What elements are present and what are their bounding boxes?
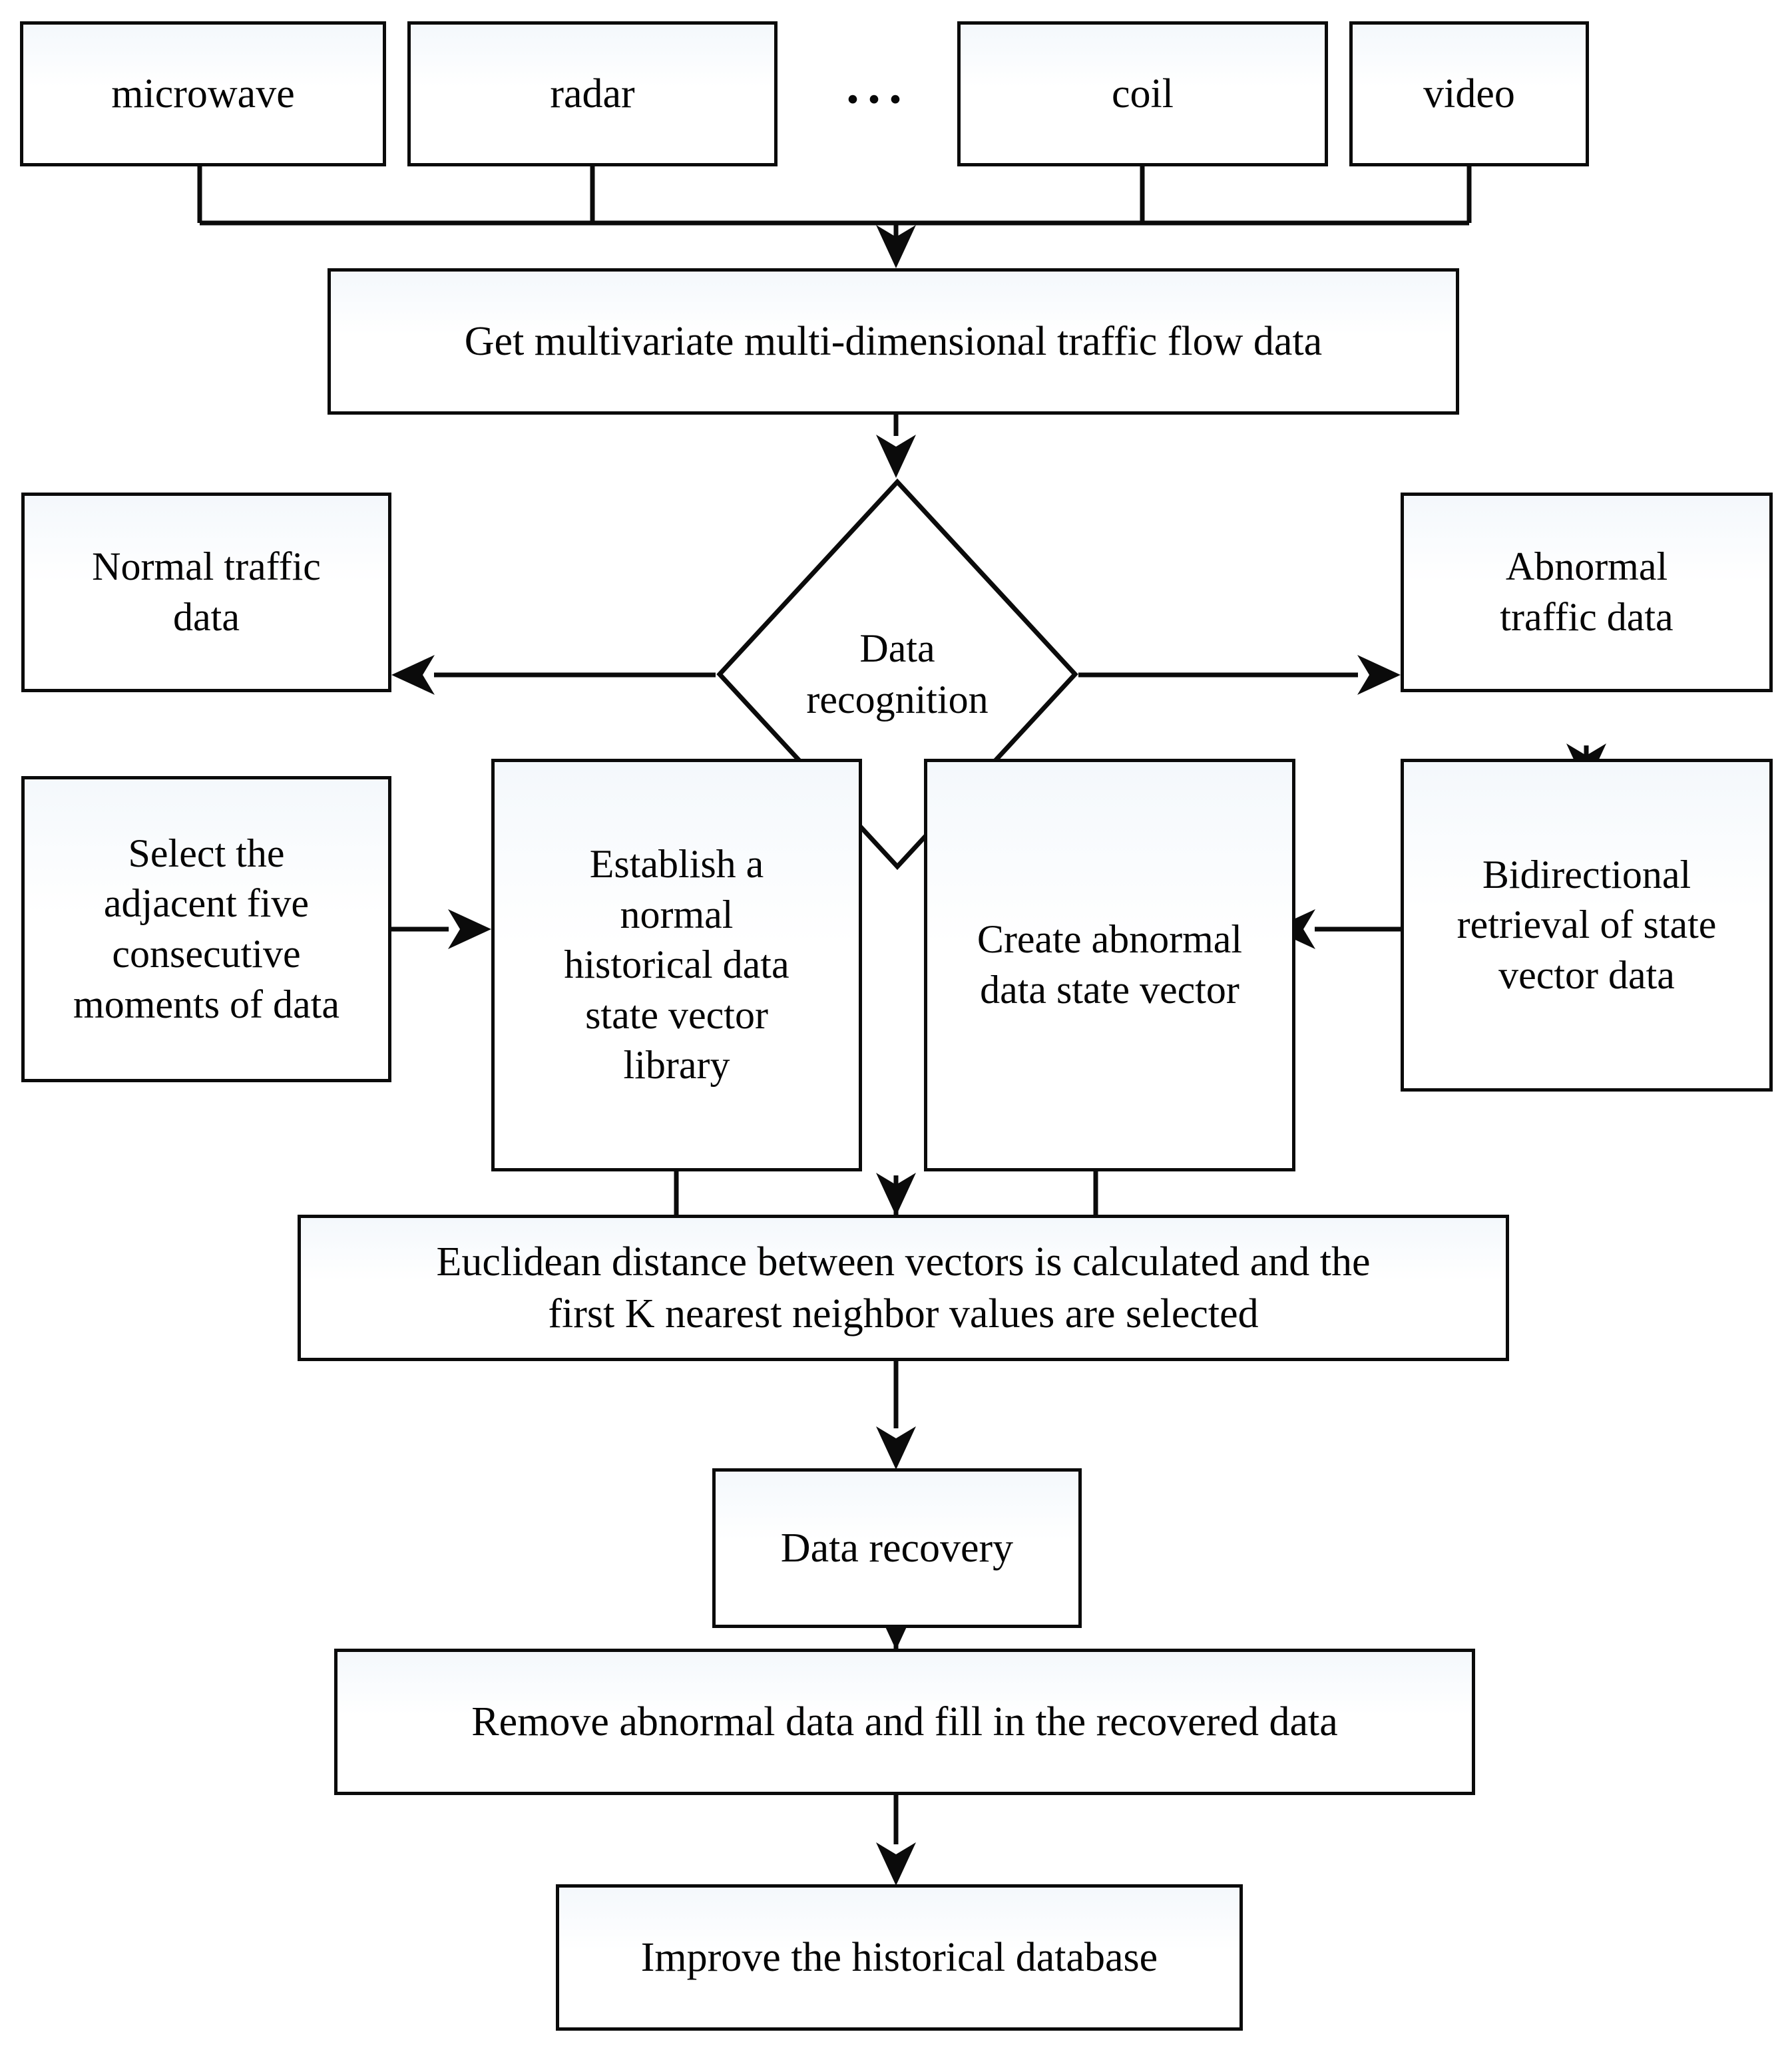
- node-microwave[interactable]: microwave: [20, 21, 386, 166]
- arrowhead-to-recognition: [876, 435, 916, 478]
- node-create-abnormal-vector[interactable]: Create abnormal data state vector: [924, 759, 1295, 1171]
- node-radar-label: radar: [550, 71, 635, 116]
- node-coil[interactable]: coil: [957, 21, 1328, 166]
- node-improve-historical-database-label: Improve the historical database: [640, 1934, 1158, 1980]
- node-establish-library-label: Establish a normal historical data state…: [564, 842, 789, 1088]
- node-abnormal-traffic-data[interactable]: Abnormal traffic data: [1401, 493, 1773, 692]
- node-abnormal-traffic-data-label: Abnormal traffic data: [1500, 544, 1674, 639]
- arrowheads: [186, 225, 1606, 1886]
- node-acquire-label: Get multivariate multi-dimensional traff…: [464, 318, 1323, 364]
- arrowhead-to-abnormal: [1357, 655, 1401, 695]
- node-data-recovery[interactable]: Data recovery: [712, 1468, 1082, 1628]
- node-select-five-moments[interactable]: Select the adjacent five consecutive mom…: [21, 776, 391, 1082]
- node-radar[interactable]: radar: [407, 21, 778, 166]
- node-remove-and-fill[interactable]: Remove abnormal data and fill in the rec…: [334, 1649, 1475, 1795]
- node-create-abnormal-vector-label: Create abnormal data state vector: [977, 917, 1243, 1012]
- node-normal-traffic-data-label: Normal traffic data: [92, 544, 321, 639]
- node-video[interactable]: video: [1349, 21, 1589, 166]
- node-establish-library[interactable]: Establish a normal historical data state…: [491, 759, 862, 1171]
- arrowhead-to-improve-db: [876, 1842, 916, 1886]
- arrowhead-to-normal: [391, 655, 435, 695]
- node-normal-traffic-data[interactable]: Normal traffic data: [21, 493, 391, 692]
- arrowhead-to-establish: [448, 909, 491, 949]
- node-improve-historical-database[interactable]: Improve the historical database: [556, 1884, 1243, 2031]
- source-ellipsis: ···: [844, 70, 909, 128]
- arrowhead-to-euclidean: [876, 1173, 916, 1216]
- node-select-five-moments-label: Select the adjacent five consecutive mom…: [73, 831, 339, 1026]
- node-bidirectional-retrieval[interactable]: Bidirectional retrieval of state vector …: [1401, 759, 1773, 1092]
- node-data-recognition-label: Data recognition: [806, 626, 989, 721]
- node-coil-label: coil: [1112, 71, 1174, 116]
- node-video-label: video: [1423, 71, 1515, 116]
- arrowhead-to-data-recovery: [876, 1426, 916, 1470]
- node-euclidean-distance-label: Euclidean distance between vectors is ca…: [436, 1239, 1371, 1336]
- node-data-recovery-label: Data recovery: [780, 1525, 1014, 1571]
- node-remove-and-fill-label: Remove abnormal data and fill in the rec…: [471, 1699, 1338, 1744]
- arrowhead-to-acquire: [876, 225, 916, 268]
- node-bidirectional-retrieval-label: Bidirectional retrieval of state vector …: [1456, 852, 1717, 997]
- node-euclidean-distance[interactable]: Euclidean distance between vectors is ca…: [298, 1215, 1509, 1361]
- node-microwave-label: microwave: [111, 71, 295, 116]
- node-acquire[interactable]: Get multivariate multi-dimensional traff…: [328, 268, 1459, 415]
